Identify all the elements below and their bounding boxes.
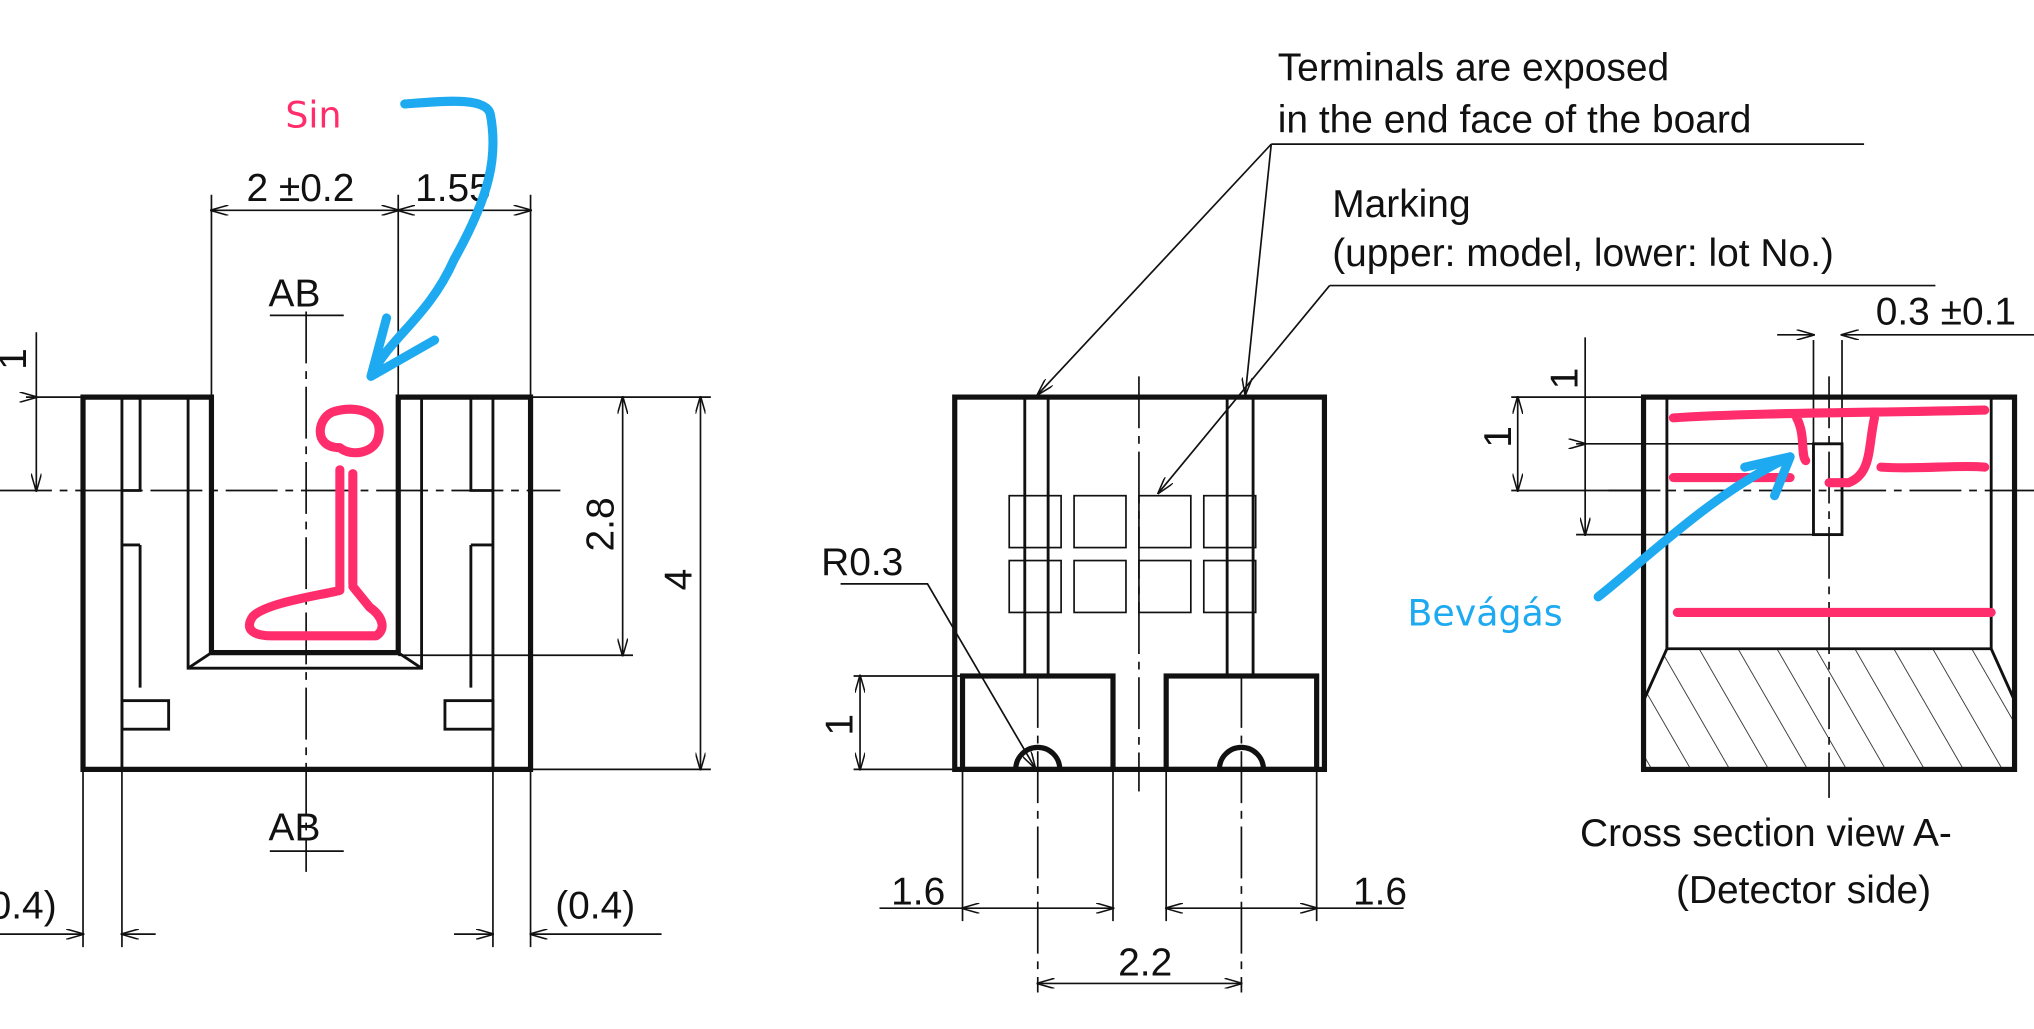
dim-slot-width: 0.3 ±0.1 (1876, 290, 2016, 333)
dim-slot: 1 (1543, 368, 1586, 390)
right-view-cross-section: 0.3 ±0.1 1 1 Cross section view A- (Dete… (1477, 290, 2034, 912)
hand-annotations: Sin Bevágás (244, 93, 1996, 641)
dim-depth: 2.8 (580, 497, 623, 551)
section-mark-top: AB (269, 272, 321, 315)
caption-line1: Cross section view A- (1580, 812, 1952, 855)
dim-pitch: 2.2 (1118, 942, 1172, 985)
note-terminals-line2: in the end face of the board (1278, 98, 1752, 141)
dim-pad-right: 1.6 (1353, 870, 1407, 913)
dim-top: 1 (1477, 426, 1520, 448)
section-mark-bottom: AB (269, 807, 321, 850)
rail-sketch (244, 404, 387, 641)
dim-left-gap: (0.4) (0, 885, 57, 928)
note-marking-line1: Marking (1332, 183, 1470, 226)
arrow-icon (366, 96, 498, 381)
radius-label: R0.3 (821, 541, 903, 584)
dim-right-gap: (0.4) (555, 885, 635, 928)
dim-pad-left: 1.6 (891, 870, 945, 913)
notch-label: Bevágás (1407, 591, 1562, 634)
dim-inner-width: 2 ±0.2 (246, 167, 354, 210)
arrow-icon (1593, 452, 1795, 602)
note-marking-line2: (upper: model, lower: lot No.) (1332, 232, 1834, 275)
dim-top-height: 1 (0, 348, 35, 370)
dim-height: 4 (657, 569, 700, 591)
note-terminals-line1: Terminals are exposed (1278, 47, 1669, 90)
middle-view: Terminals are exposed in the end face of… (818, 47, 1936, 993)
dim-pad-height: 1 (818, 714, 861, 736)
left-view: 2 ±0.2 1.55 AB AB 1 2.8 4 (0.4) (0.4) (0, 167, 711, 948)
rail-label: Sin (285, 93, 341, 136)
marking-grid (1008, 494, 1257, 614)
caption-line2: (Detector side) (1676, 869, 1931, 912)
